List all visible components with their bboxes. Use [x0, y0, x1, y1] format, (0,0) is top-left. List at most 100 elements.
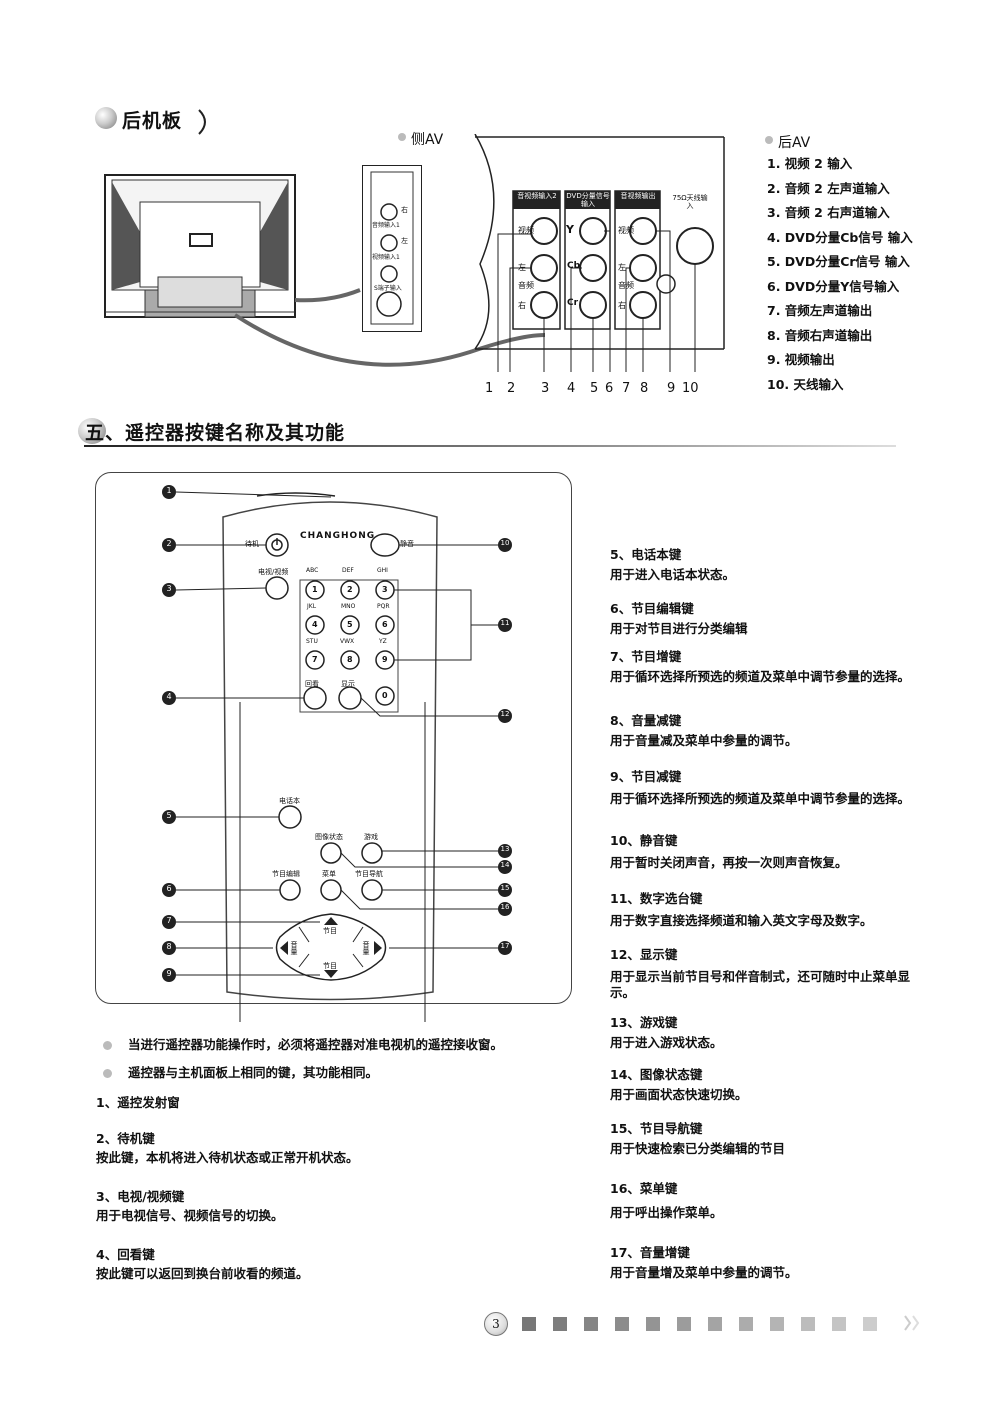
footer-square	[646, 1317, 660, 1331]
page-footer-squares	[522, 1316, 894, 1335]
note-dot-icon	[103, 1069, 112, 1078]
digit-letters: GHI	[377, 567, 388, 574]
key-label: 音量	[362, 941, 370, 955]
callout-number: 2	[507, 381, 516, 396]
title-bracket-icon	[198, 109, 206, 135]
footer-square	[739, 1317, 753, 1331]
digit-key: 8	[347, 655, 353, 664]
key-label: 电视/视频	[258, 568, 289, 576]
remote-brand-label: CHANGHONG	[300, 531, 376, 541]
callout-number: 5	[590, 381, 599, 396]
jack-letter: Cr	[567, 298, 579, 308]
right-desc-column: 17、音量增键 用于音量增及菜单中参量的调节。	[610, 1242, 920, 1281]
footer-square	[584, 1317, 598, 1331]
rear-av-item: 1. 视频 2 输入	[767, 156, 853, 171]
desc-body: 用于循环选择所预选的频道及菜单中调节参量的选择。	[610, 669, 911, 684]
key-label: 待机	[245, 540, 259, 548]
desc-body: 用于音量减及菜单中参量的调节。	[610, 733, 798, 748]
note-dot-icon	[103, 1041, 112, 1050]
callout-number: 4	[567, 381, 576, 396]
digit-letters: PQR	[377, 603, 390, 610]
key-label: 静音	[400, 540, 414, 548]
note-text: 当进行遥控器功能操作时，必须将遥控器对准电视机的遥控接收窗。	[128, 1037, 504, 1052]
right-desc-column: 5、电话本键 用于进入电话本状态。	[610, 544, 930, 583]
digit-letters: JKL	[307, 603, 317, 610]
rear-av-item: 8. 音频右声道输出	[767, 327, 873, 343]
desc-body: 用于显示当前节目号和伴音制式，还可随时中止菜单显示。	[610, 969, 911, 1000]
key-label: 菜单	[322, 870, 336, 878]
digit-letters: STU	[306, 638, 318, 645]
panel-group-label: DVD分量信号输入	[566, 192, 610, 208]
desc-title: 13、游戏键	[610, 1015, 678, 1030]
desc-title: 3、电视/视频键	[96, 1189, 185, 1204]
footer-square	[770, 1317, 784, 1331]
desc-title: 6、节目编辑键	[610, 601, 694, 616]
digit-key: 6	[382, 620, 388, 629]
note-line: 当进行遥控器功能操作时，必须将遥控器对准电视机的遥控接收窗。	[103, 1034, 503, 1053]
key-label: 节目	[323, 962, 337, 970]
panel-side-label: 音频	[618, 281, 634, 290]
desc-body: 用于画面状态快速切换。	[610, 1087, 748, 1102]
desc-title: 4、回看键	[96, 1247, 155, 1262]
panel-side-label: 视频	[618, 226, 634, 235]
digit-key: 2	[347, 585, 353, 594]
desc-title: 15、节目导航键	[610, 1121, 703, 1136]
right-desc-column: 16、菜单键 用于呼出操作菜单。	[610, 1178, 920, 1221]
desc-body: 用于循环选择所预选的频道及菜单中调节参量的选择。	[610, 791, 911, 806]
panel-side-label: 右	[518, 301, 526, 310]
key-label: 回看	[305, 680, 319, 688]
callout-number-row: 1 2 3 4 5 6 7 8 9 10	[0, 381, 994, 399]
rear-av-dot-icon	[765, 136, 773, 144]
desc-body: 用于进入电话本状态。	[610, 567, 736, 582]
callout-number: 9	[667, 381, 676, 396]
footer-square	[832, 1317, 846, 1331]
right-desc-column: 12、显示键 用于显示当前节目号和伴音制式，还可随时中止菜单显示。	[610, 944, 920, 1001]
footer-square	[863, 1317, 877, 1331]
rear-av-item: 7. 音频左声道输出	[767, 303, 873, 318]
right-desc-column: 6、节目编辑键 用于对节目进行分类编辑	[610, 598, 930, 637]
rear-av-item: 5. DVD分量Cr信号 输入	[767, 254, 910, 269]
connection-curves	[233, 288, 546, 367]
section-bullet-icon	[78, 418, 106, 444]
desc-title: 17、音量增键	[610, 1245, 690, 1260]
callout-number: 10	[682, 381, 699, 396]
remote-section-title: 五、遥控器按键名称及其功能	[85, 422, 346, 444]
rear-av-item: 10. 天线输入	[767, 376, 844, 392]
digit-key: 7	[312, 655, 318, 664]
side-av-dot-icon	[398, 133, 406, 141]
desc-body: 按此键可以返回到换台前收看的频道。	[96, 1266, 309, 1281]
right-desc-column: 9、节目减键 用于循环选择所预选的频道及菜单中调节参量的选择。	[610, 766, 920, 807]
panel-group-label: 75Ω天线输入	[672, 194, 708, 210]
desc-title: 11、数字选台键	[610, 891, 703, 906]
desc-title: 1、遥控发射窗	[96, 1095, 180, 1110]
tv-back-illustration	[104, 174, 296, 318]
right-desc-column: 15、节目导航键 用于快速检索已分类编辑的节目	[610, 1118, 920, 1157]
footer-square	[801, 1317, 815, 1331]
digit-letters: VWX	[340, 638, 355, 645]
desc-body: 用于音量增及菜单中参量的调节。	[610, 1265, 798, 1280]
remote-control-illustration	[162, 485, 512, 1022]
callout-number: 8	[640, 381, 649, 396]
side-jack-label: 音频输入1	[372, 222, 400, 229]
callout-number: 7	[622, 381, 631, 396]
footer-square	[615, 1317, 629, 1331]
side-jack-label: 右	[401, 206, 408, 214]
footer-square	[708, 1317, 722, 1331]
key-label: 节目编辑	[272, 870, 300, 878]
key-label: 游戏	[364, 833, 378, 841]
desc-title: 8、音量减键	[610, 713, 682, 728]
desc-title: 10、静音键	[610, 833, 678, 848]
desc-body: 按此键，本机将进入待机状态或正常开机状态。	[96, 1150, 359, 1165]
desc-body: 用于快速检索已分类编辑的节目	[610, 1141, 786, 1156]
footer-chevron-icon	[904, 1315, 920, 1331]
jack-letter: Cb	[567, 261, 581, 271]
side-jack-label: 左	[401, 237, 408, 245]
desc-title: 7、节目增键	[610, 649, 682, 664]
footer-square	[677, 1317, 691, 1331]
desc-title: 12、显示键	[610, 947, 678, 962]
panel-group-label: 音视频输出	[620, 192, 656, 200]
desc-body: 用于数字直接选择频道和输入英文字母及数字。	[610, 913, 873, 928]
right-desc-column: 10、静音键 用于暂时关闭声音，再按一次则声音恢复。	[610, 830, 930, 871]
desc-body: 用于呼出操作菜单。	[610, 1205, 723, 1220]
rear-av-panel	[474, 134, 725, 372]
